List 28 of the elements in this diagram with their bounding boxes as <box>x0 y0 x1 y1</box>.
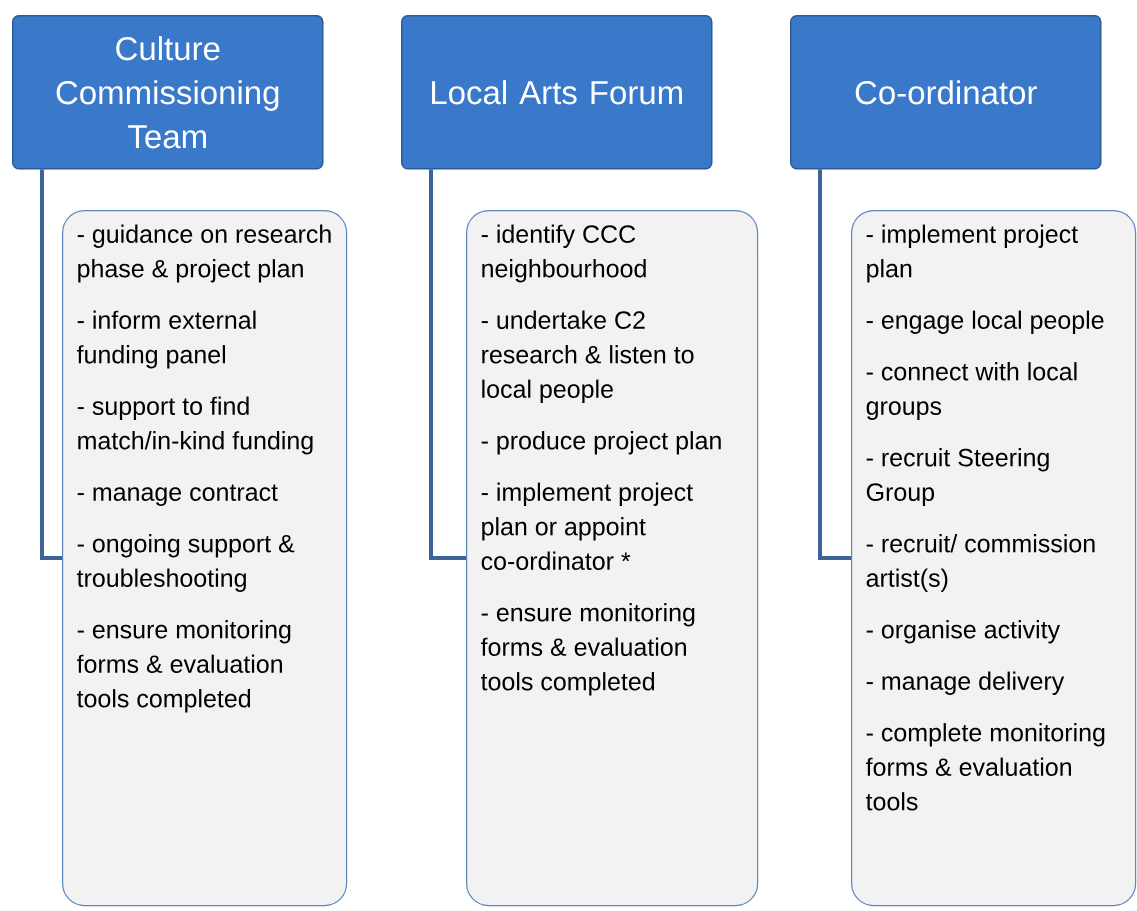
connector-line <box>429 169 466 561</box>
connector-line <box>40 169 62 561</box>
task-item: - ongoing support & troubleshooting <box>77 534 295 592</box>
task-item: - connect with local groups <box>866 362 1077 420</box>
task-list-box <box>851 210 1137 907</box>
task-item: - produce project plan <box>481 431 721 455</box>
task-item: - manage delivery <box>866 671 1065 695</box>
task-item: - implement project plan or appoint co-ordinator * <box>481 482 693 570</box>
task-item: - ensure monitoring forms & evaluation tools completed <box>76 620 291 713</box>
task-item: - guidance on research phase & project plan <box>77 224 331 283</box>
task-item: - recruit Steering Group <box>866 448 1049 506</box>
task-item: - identify CCC neighbourhood <box>481 224 646 283</box>
task-list-box <box>62 210 348 907</box>
task-item: - organise activity <box>866 620 1061 644</box>
task-item: - implement project plan <box>866 224 1078 283</box>
task-item: - support to find match/in-kind funding <box>77 396 313 455</box>
task-list-box <box>466 210 759 907</box>
task-item: - ensure monitoring forms & evaluation tools completed <box>480 603 695 696</box>
task-item: - complete monitoring forms & evaluation tools <box>865 723 1105 811</box>
task-item: - manage contract <box>77 484 278 506</box>
task-item: - undertake C2 research & listen to local people <box>481 310 694 403</box>
header-box: Culture Commissioning Team <box>12 15 324 170</box>
header-box: Local Arts Forum <box>401 15 713 170</box>
task-item: - recruit/ commission artist(s) <box>866 534 1095 592</box>
task-item: - inform external funding panel <box>76 310 256 369</box>
connector-line <box>818 169 851 561</box>
task-item: - engage local people <box>866 310 1104 334</box>
header-box: Co-ordinator <box>790 15 1102 170</box>
